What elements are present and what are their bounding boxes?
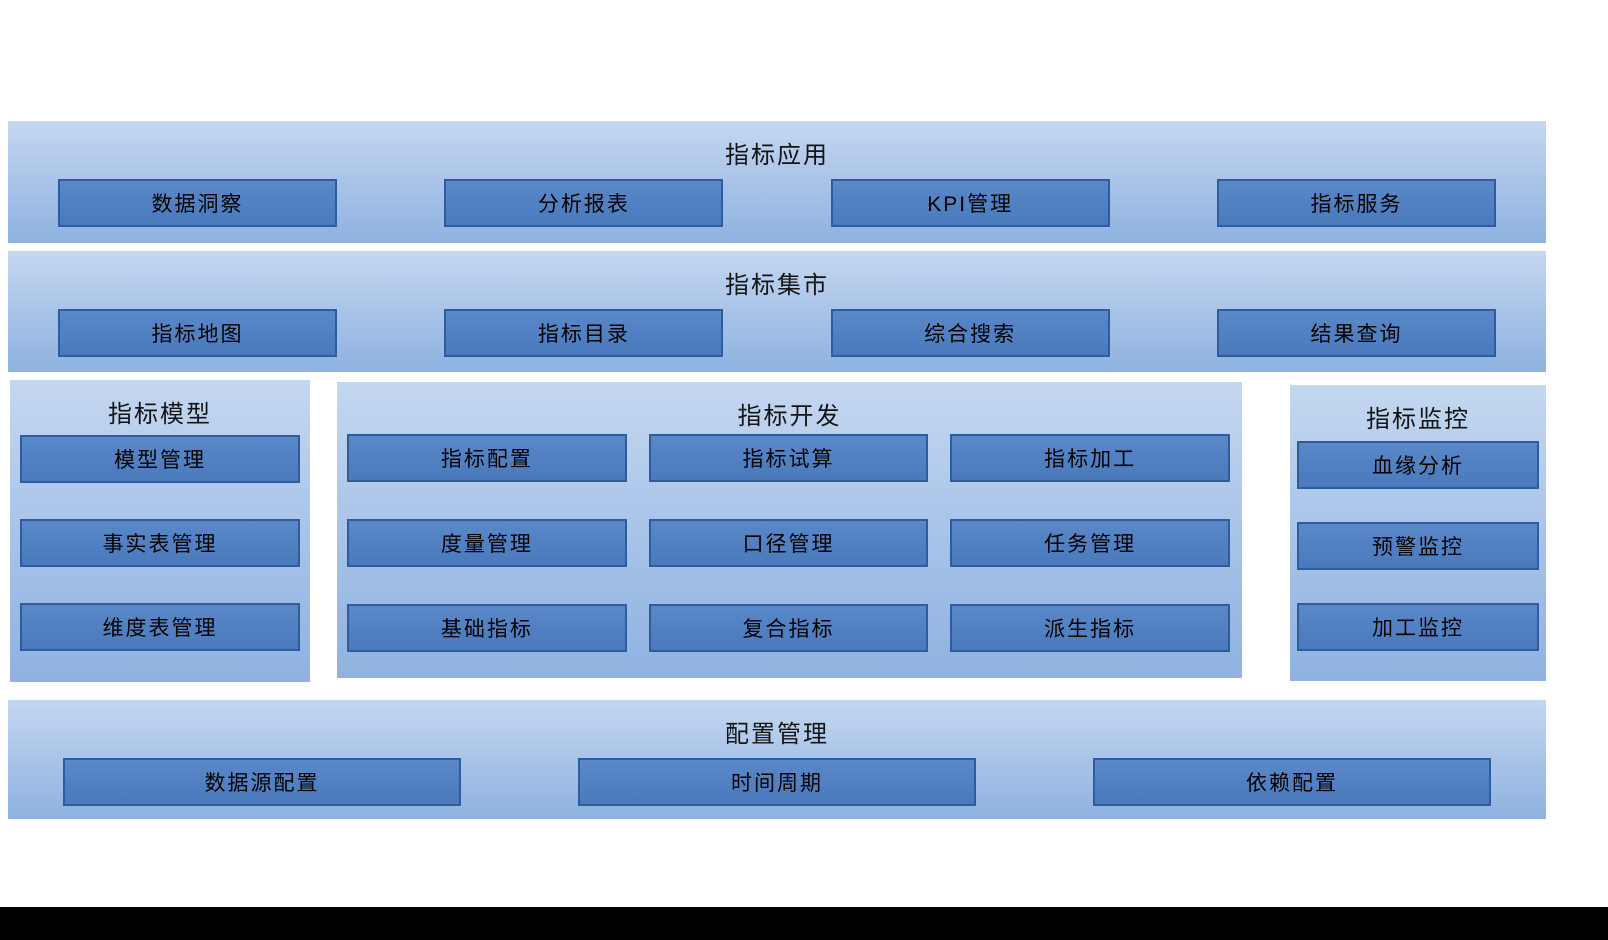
diagram-box: 模型管理 (20, 435, 300, 483)
panel-indicator-monitoring: 指标监控 血缘分析 预警监控 加工监控 (1290, 385, 1546, 681)
box-grid: 指标配置 指标试算 指标加工 度量管理 口径管理 任务管理 基础指标 复合指标 … (347, 434, 1230, 652)
diagram-box: 口径管理 (648, 519, 929, 567)
diagram-box: 度量管理 (347, 519, 627, 567)
diagram-box: 数据洞察 (58, 179, 337, 227)
panel-indicator-model: 指标模型 模型管理 事实表管理 维度表管理 (10, 380, 310, 682)
diagram-box: 数据源配置 (63, 758, 461, 806)
bottom-black-bar (0, 907, 1608, 940)
diagram-box: 指标加工 (950, 434, 1230, 482)
diagram-box: 指标配置 (347, 434, 627, 482)
diagram-box: 指标服务 (1216, 179, 1496, 227)
diagram-box: 分析报表 (444, 179, 724, 227)
diagram-box: 加工监控 (1297, 603, 1539, 651)
diagram-box: 指标地图 (58, 309, 337, 357)
panel-indicator-development: 指标开发 指标配置 指标试算 指标加工 度量管理 口径管理 任务管理 基础指标 … (337, 382, 1242, 678)
box-stack: 模型管理 事实表管理 维度表管理 (10, 435, 310, 651)
diagram-box: 时间周期 (578, 758, 976, 806)
panel-indicator-market: 指标集市 指标地图 指标目录 综合搜索 结果查询 (8, 251, 1546, 372)
diagram-box: 维度表管理 (20, 603, 300, 651)
diagram-box: 综合搜索 (830, 309, 1110, 357)
diagram-box: 依赖配置 (1093, 758, 1491, 806)
diagram-box: 事实表管理 (20, 519, 300, 567)
panel-title: 指标集市 (725, 272, 829, 299)
panel-indicator-application: 指标应用 数据洞察 分析报表 KPI管理 指标服务 (8, 121, 1546, 243)
box-row: 数据洞察 分析报表 KPI管理 指标服务 (8, 179, 1546, 227)
box-stack: 血缘分析 预警监控 加工监控 (1290, 441, 1546, 651)
box-row: 指标地图 指标目录 综合搜索 结果查询 (8, 309, 1546, 357)
diagram-box: 基础指标 (347, 604, 627, 652)
diagram-box: KPI管理 (830, 179, 1110, 227)
panel-title: 指标模型 (108, 401, 212, 428)
diagram-box: 派生指标 (950, 604, 1230, 652)
diagram-box: 指标目录 (444, 309, 724, 357)
panel-title: 指标应用 (725, 142, 829, 169)
box-row: 数据源配置 时间周期 依赖配置 (8, 758, 1546, 806)
panel-configuration-management: 配置管理 数据源配置 时间周期 依赖配置 (8, 700, 1546, 819)
diagram-box: 指标试算 (648, 434, 929, 482)
diagram-box: 任务管理 (950, 519, 1230, 567)
diagram-box: 血缘分析 (1297, 441, 1539, 489)
panel-title: 指标监控 (1366, 406, 1470, 433)
panel-title: 配置管理 (725, 721, 829, 748)
diagram-box: 复合指标 (648, 604, 929, 652)
panel-title: 指标开发 (737, 403, 842, 430)
diagram-box: 结果查询 (1216, 309, 1496, 357)
diagram-box: 预警监控 (1297, 522, 1539, 570)
